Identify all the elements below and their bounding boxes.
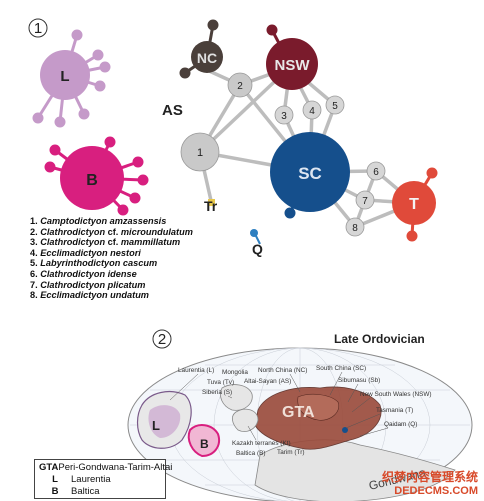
node-5-label: 5 (332, 101, 338, 112)
label-qaidam: Qaidam (Q) (384, 421, 417, 428)
legend-desc: Peri-Gondwana-Tarim-Altai (58, 462, 173, 473)
node-Q-label: Q (252, 241, 263, 257)
gta-inner (297, 393, 340, 421)
species-item: 4. Ecclimadictyon nestori (30, 247, 141, 258)
label-altai: Altai-Sayan (AS) (244, 378, 291, 385)
panel-2-number-circle (152, 329, 172, 349)
node-B-label: B (86, 172, 98, 189)
panel-2-number: 2 (158, 331, 166, 348)
species-item: 1. Camptodictyon amzassensis (30, 216, 167, 226)
legend-row: GTA Peri-Gondwana-Tarim-Altai (39, 462, 172, 474)
node-1 (180, 132, 220, 172)
node-1-label: 1 (197, 147, 203, 159)
node-B-circle (60, 146, 124, 210)
node-L-circle (40, 50, 90, 100)
node-T: T (392, 167, 438, 242)
label-kazakh: Kazakh terranes (Kt) (232, 440, 291, 447)
map-legend: GTA Peri-Gondwana-Tarim-Altai L Laurenti… (34, 459, 172, 499)
watermark-line-1: 织梦内容管理系统 (381, 470, 478, 484)
label-sibumasu: Sibumasu (Sb) (338, 377, 380, 384)
panel-1: 1 (28, 18, 438, 257)
species-list: 1. Camptodictyon amzassensis 2. Clathrod… (30, 216, 193, 301)
baltica-landmass (187, 424, 220, 458)
label-siberia: Siberia (S) (202, 389, 232, 396)
node-NSW-circle (266, 38, 318, 90)
label-baltica: Baltica (B) (236, 450, 265, 457)
legend-desc: Laurentia (71, 474, 111, 485)
map-B: B (200, 437, 209, 451)
label-tarim: Tarim (Tr) (277, 449, 304, 456)
node-SC-label: SC (298, 164, 322, 183)
node-T-circle (392, 181, 436, 225)
panel-2: 2 Late Ordovician (127, 329, 473, 501)
label-nsw: New South Wales (NSW) (360, 391, 432, 398)
node-NC-circle (191, 41, 223, 73)
species-item: 3. Clathrodictyon cf. mammillatum (30, 237, 181, 248)
node-3-label: 3 (281, 111, 287, 122)
species-item: 2. Clathrodictyon cf. microundulatum (30, 226, 193, 237)
node-2 (227, 72, 253, 98)
node-NSW-label: NSW (275, 57, 311, 74)
tasmania-marker (342, 427, 348, 433)
node-7 (355, 190, 375, 210)
node-1-group: 1 (180, 132, 220, 172)
label-tasmania: Tasmania (T) (376, 407, 413, 414)
species-item: 8. Ecclimadictyon undatum (30, 290, 149, 301)
node-SC: SC (270, 132, 350, 219)
node-T-label: T (409, 196, 419, 213)
watermark-line-2: DEDECMS.COM (394, 485, 478, 497)
node-NC: NC (179, 19, 223, 79)
label-leader-lines (169, 371, 389, 441)
map-title: Late Ordovician (334, 332, 425, 346)
numbered-nodes: 2 3 4 5 6 7 8 (227, 72, 386, 237)
node-2-label: 2 (237, 81, 243, 92)
node-8 (345, 217, 365, 237)
label-laurentia: Laurentia (L) (178, 367, 214, 374)
node-Tr: Tr (204, 198, 218, 214)
node-NSW: NSW (266, 24, 318, 90)
legend-code: L (52, 474, 58, 485)
legend-row: B Baltica (39, 486, 161, 498)
node-Q: Q (250, 229, 263, 257)
node-3 (274, 105, 294, 125)
node-5 (325, 95, 345, 115)
node-Q-marker (250, 229, 258, 237)
node-7-label: 7 (362, 196, 368, 207)
label-south-china: South China (SC) (316, 365, 366, 372)
node-B: B (44, 136, 149, 216)
node-4 (302, 100, 322, 120)
legend-code: B (51, 486, 59, 497)
panel-1-number: 1 (34, 20, 42, 37)
node-Tr-marker (208, 199, 215, 206)
watermark: 织梦内容管理系统 DEDECMS.COM (382, 468, 478, 497)
node-NC-label: NC (197, 50, 217, 66)
legend-code: GTA (39, 462, 59, 473)
species-item: 6. Clathrodictyon idense (30, 268, 137, 279)
panel-1-number-circle (28, 18, 48, 38)
node-L-label: L (60, 68, 69, 85)
label-north-china: North China (NC) (258, 367, 307, 374)
legend-row: L Laurentia (39, 474, 161, 486)
label-tuva: Tuva (Tv) (207, 379, 234, 386)
species-item: 5. Labyrinthodictyon cascum (30, 258, 158, 269)
node-8-label: 8 (352, 223, 358, 234)
legend-desc: Baltica (71, 486, 100, 497)
node-6 (366, 161, 386, 181)
map-gta: GTA (282, 404, 315, 421)
globe: L B Laurentia (L) Mongolia Tuva (Tv) Sib… (127, 347, 473, 501)
species-item: 7. Clathrodictyon plicatum (30, 279, 146, 290)
label-mongolia: Mongolia (222, 369, 248, 376)
node-4-label: 4 (309, 106, 315, 117)
node-L: L (32, 29, 111, 128)
map-L: L (152, 418, 160, 433)
node-SC-circle (270, 132, 350, 212)
node-6-label: 6 (373, 167, 379, 178)
node-AS-label: AS (162, 102, 183, 119)
laurentia-highlight (148, 405, 181, 438)
node-Tr-label: Tr (204, 198, 218, 214)
siberia-landmass (220, 384, 253, 411)
